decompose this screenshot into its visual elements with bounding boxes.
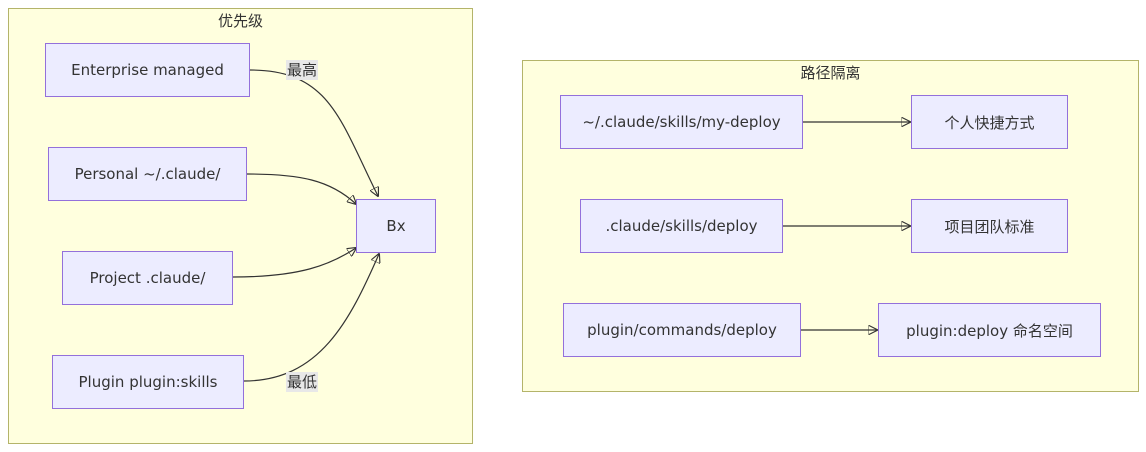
project-team-standard-node: 项目团队标准 [911, 199, 1068, 253]
plugin-commands-path-node: plugin/commands/deploy [563, 303, 801, 357]
plugin-namespace-node: plugin:deploy 命名空间 [878, 303, 1101, 357]
personal-shortcut-node: 个人快捷方式 [911, 95, 1068, 149]
edge-enterprise-to-bx [249, 69, 378, 196]
project-deploy-path-node: .claude/skills/deploy [580, 199, 783, 253]
enterprise-managed-node: Enterprise managed [45, 43, 250, 97]
path-isolation-cluster-title: 路径隔离 [800, 64, 861, 82]
project-claude-node: Project .claude/ [62, 251, 233, 305]
highest-edge-label: 最高 [286, 60, 319, 80]
priority-cluster-title: 优先级 [217, 12, 263, 30]
lowest-edge-label: 最低 [286, 372, 319, 392]
plugin-skills-node: Plugin plugin:skills [52, 355, 244, 409]
edge-plugin-to-bx [243, 254, 379, 382]
edge-personal-to-bx [246, 173, 356, 204]
my-deploy-path-node: ~/.claude/skills/my-deploy [560, 95, 803, 149]
personal-claude-node: Personal ~/.claude/ [48, 147, 247, 201]
bx-node: Bx [356, 199, 436, 253]
edge-project-to-bx [232, 248, 356, 278]
